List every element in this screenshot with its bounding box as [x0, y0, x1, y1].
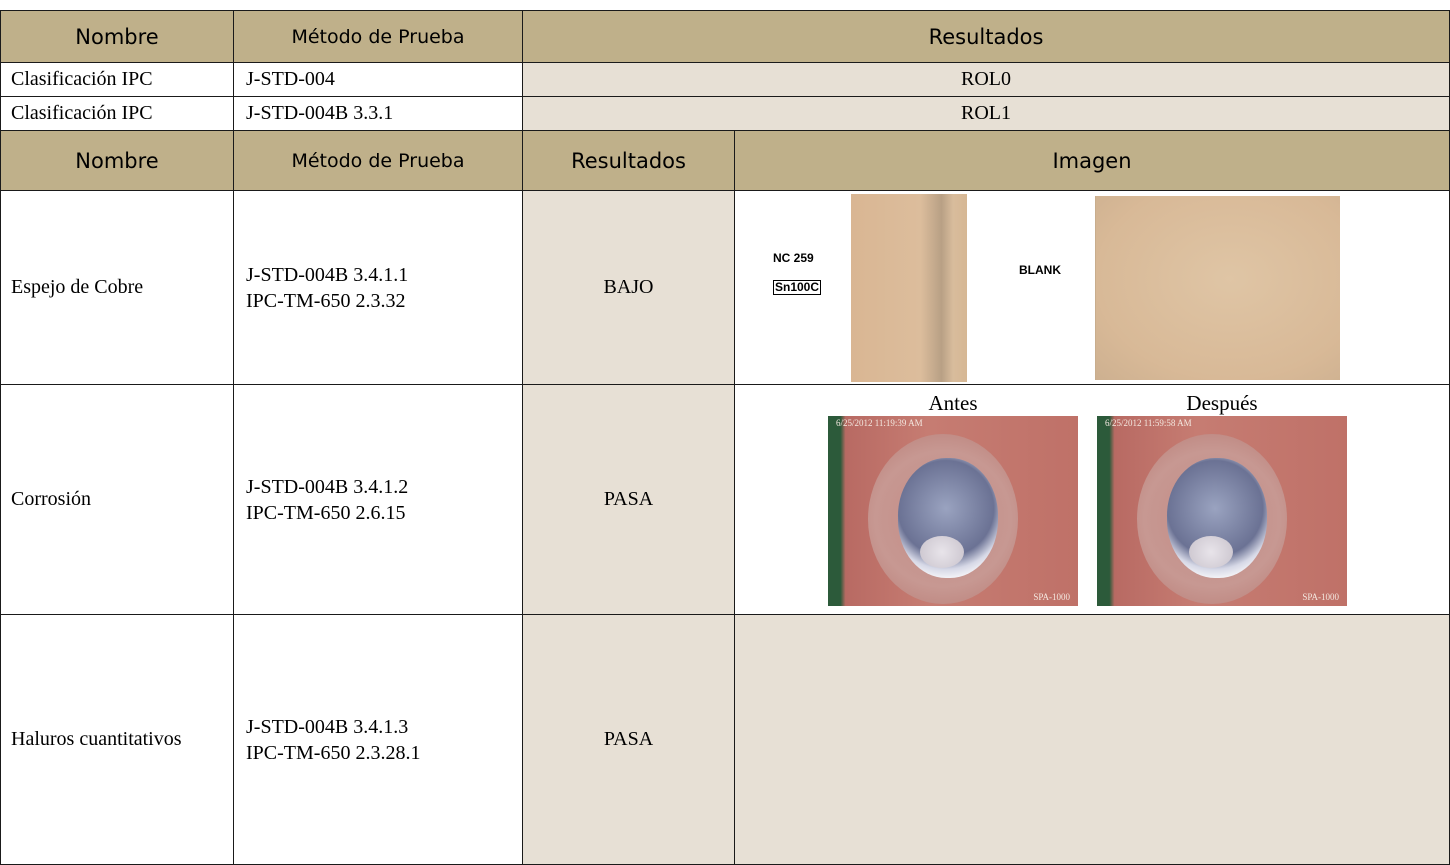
- photo-caption-before: Antes: [928, 390, 978, 415]
- ipc-resultado: ROL1: [522, 96, 1450, 131]
- test-resultado: PASA: [522, 614, 735, 865]
- header-row-second: Nombre Método de Prueba Resultados Image…: [0, 130, 1450, 191]
- test-metodo-line1: J-STD-004B 3.4.1.2: [246, 475, 409, 498]
- photo-solder-blob: [1189, 535, 1233, 568]
- ipc-nombre: Clasificación IPC: [0, 96, 234, 131]
- ipc-resultado: ROL0: [522, 62, 1450, 97]
- test-data-table: Nombre Método de Prueba Resultados Clasi…: [0, 10, 1450, 865]
- mirror-blank-card: BLANK: [967, 193, 1095, 382]
- header-nombre: Nombre: [0, 10, 234, 63]
- header-resultados: Resultados: [522, 130, 735, 191]
- test-metodo-line1: J-STD-004B 3.4.1.1: [246, 263, 409, 286]
- photo-timestamp: 6/25/2012 11:59:58 AM: [1105, 417, 1192, 428]
- header-metodo: Método de Prueba: [233, 10, 523, 63]
- test-metodo-line2: IPC-TM-650 2.3.32: [246, 289, 406, 312]
- corrosion-image-cell: Antes 6/25/2012 11:19:39 AM SPA-1000 Des…: [734, 384, 1450, 615]
- test-metodo-line2: IPC-TM-650 2.3.28.1: [246, 741, 421, 764]
- ipc-nombre: Clasificación IPC: [0, 62, 234, 97]
- header-resultados: Resultados: [522, 10, 1450, 63]
- ipc-row: Clasificación IPC J-STD-004 ROL0: [0, 62, 1450, 97]
- mirror-blank-label: BLANK: [1019, 262, 1061, 277]
- photo-mark: SPA-1000: [1033, 591, 1070, 602]
- header-row-top: Nombre Método de Prueba Resultados: [0, 10, 1450, 63]
- ipc-metodo: J-STD-004B 3.3.1: [233, 96, 523, 131]
- header-metodo: Método de Prueba: [233, 130, 523, 191]
- test-metodo-line1: J-STD-004B 3.4.1.3: [246, 715, 409, 738]
- ipc-metodo: J-STD-004: [233, 62, 523, 97]
- header-imagen: Imagen: [734, 130, 1450, 191]
- test-resultado: BAJO: [522, 190, 735, 385]
- copper-panel-test: [851, 193, 967, 382]
- test-resultado: PASA: [522, 384, 735, 615]
- test-nombre: Corrosión: [0, 384, 234, 615]
- test-row-haluros: Haluros cuantitativos J-STD-004B 3.4.1.3…: [0, 614, 1450, 865]
- copper-mirror-image: NC 259 Sn100C BLANK: [767, 193, 1417, 382]
- test-nombre: Haluros cuantitativos: [0, 614, 234, 865]
- test-row-corrosion: Corrosión J-STD-004B 3.4.1.2 IPC-TM-650 …: [0, 384, 1450, 615]
- photo-after: 6/25/2012 11:59:58 AM SPA-1000: [1097, 415, 1347, 606]
- test-metodo: J-STD-004B 3.4.1.3 IPC-TM-650 2.3.28.1: [233, 614, 523, 865]
- test-metodo-line2: IPC-TM-650 2.6.15: [246, 501, 406, 524]
- test-metodo: J-STD-004B 3.4.1.2 IPC-TM-650 2.6.15: [233, 384, 523, 615]
- ipc-row: Clasificación IPC J-STD-004B 3.3.1 ROL1: [0, 96, 1450, 131]
- photo-mark: SPA-1000: [1302, 591, 1339, 602]
- corrosion-images: Antes 6/25/2012 11:19:39 AM SPA-1000 Des…: [747, 391, 1437, 609]
- copper-panel-blank: [1095, 195, 1340, 380]
- test-metodo: J-STD-004B 3.4.1.1 IPC-TM-650 2.3.32: [233, 190, 523, 385]
- header-nombre: Nombre: [0, 130, 234, 191]
- mirror-alloy-label: Sn100C: [773, 279, 822, 295]
- photo-timestamp: 6/25/2012 11:19:39 AM: [836, 417, 923, 428]
- mirror-sample-label: NC 259: [773, 250, 814, 265]
- photo-caption-after: Después: [1186, 390, 1258, 415]
- photo-solder-blob: [920, 535, 964, 568]
- copper-mirror-image-cell: NC 259 Sn100C BLANK: [734, 190, 1450, 385]
- test-nombre: Espejo de Cobre: [0, 190, 234, 385]
- haluros-image-cell: [734, 614, 1450, 865]
- test-row-espejo: Espejo de Cobre J-STD-004B 3.4.1.1 IPC-T…: [0, 190, 1450, 385]
- photo-before: 6/25/2012 11:19:39 AM SPA-1000: [828, 415, 1078, 606]
